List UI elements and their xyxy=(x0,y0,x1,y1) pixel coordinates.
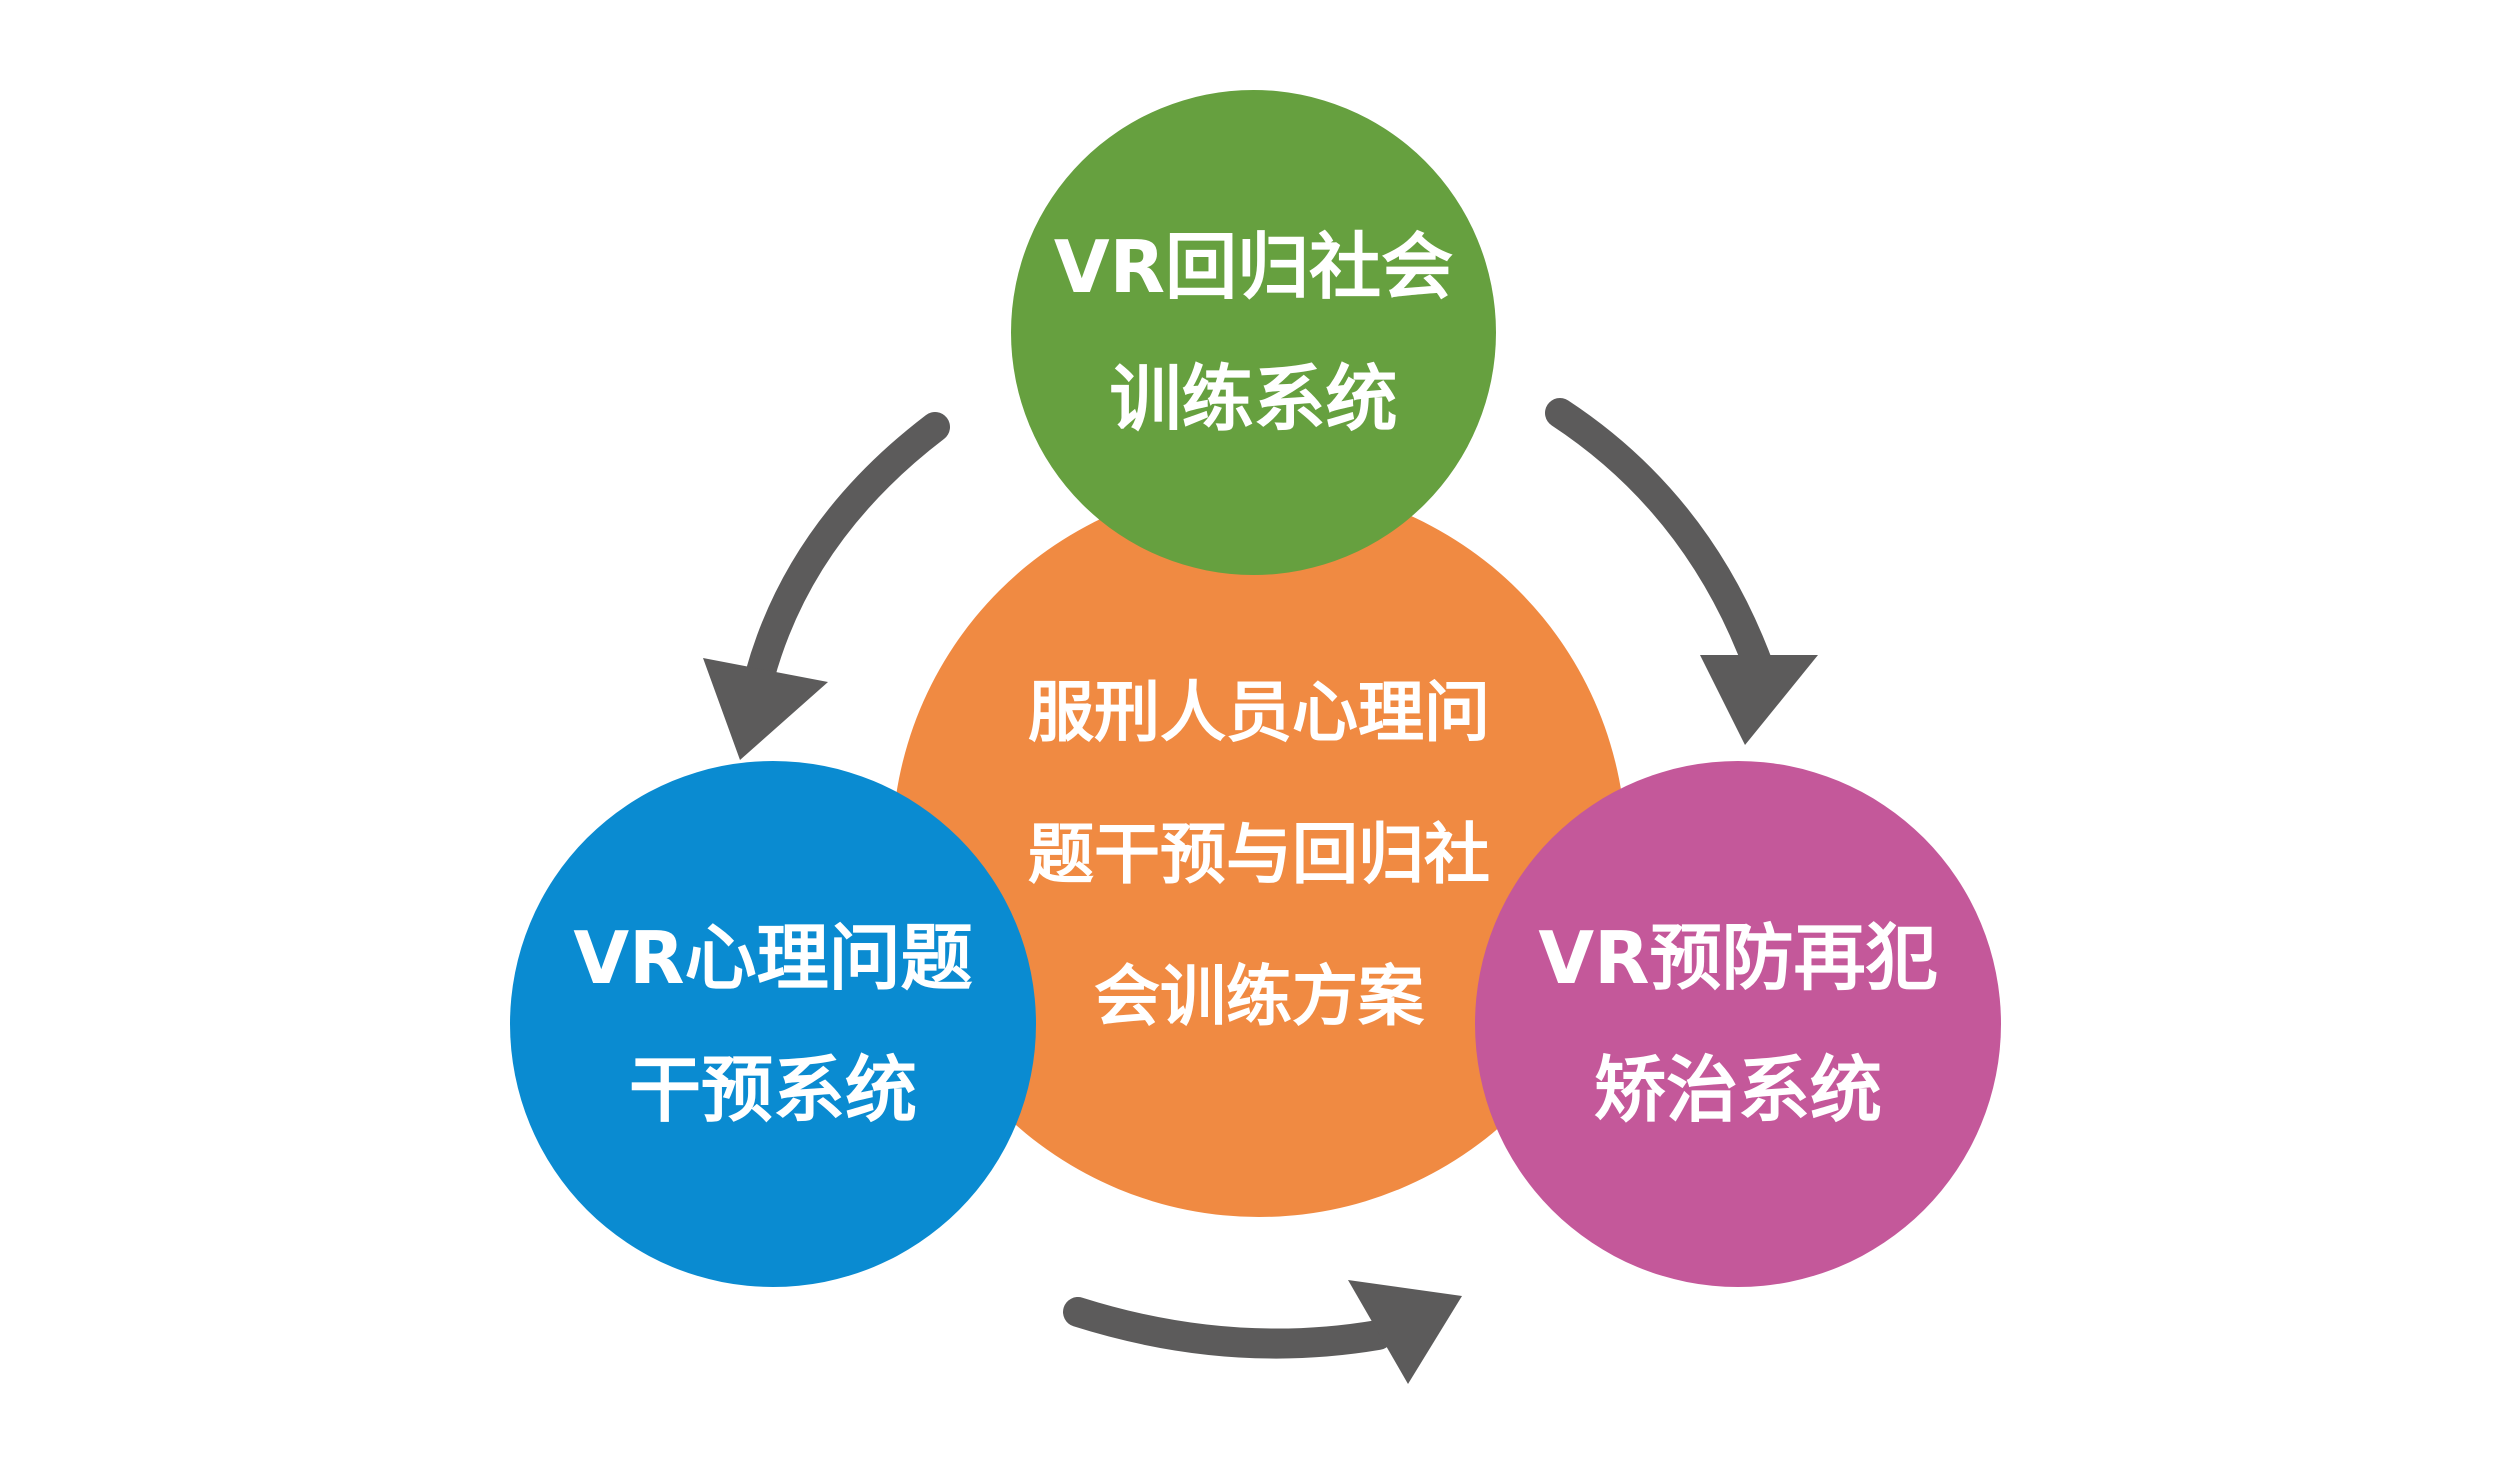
center-circle-line-1: 服刑人员心理问 xyxy=(1028,674,1490,751)
arrow-top-to-left-head xyxy=(703,658,828,760)
arrow-top-to-left xyxy=(703,412,950,760)
top-circle-line-1: VR回归社会 xyxy=(1053,224,1454,309)
right-circle: VR预防再犯 矫治系统 xyxy=(1475,761,2001,1287)
right-circle-line-2: 矫治系统 xyxy=(1593,1048,1882,1132)
arrow-top-to-right-head xyxy=(1700,655,1818,745)
arrow-top-to-right-shaft xyxy=(1545,398,1775,685)
arrow-left-to-right-shaft xyxy=(1063,1297,1393,1359)
left-circle-line-1: VR心理问题 xyxy=(573,916,973,1000)
arrow-left-to-right-head xyxy=(1348,1280,1462,1384)
center-circle-line-2: 题干预与回归社 xyxy=(1028,816,1490,893)
left-circle-line-2: 干预系统 xyxy=(628,1048,917,1132)
left-circle: VR心理问题 干预系统 xyxy=(510,761,1036,1287)
arrow-top-to-right xyxy=(1545,398,1818,745)
top-circle: VR回归社会 训练系统 xyxy=(1011,90,1496,575)
arrow-top-to-left-shaft xyxy=(745,412,950,690)
right-circle-line-1: VR预防再犯 xyxy=(1538,916,1938,1000)
arrow-left-to-right xyxy=(1063,1280,1462,1384)
center-circle-line-3: 会训练方案 xyxy=(1094,958,1424,1035)
top-circle-line-2: 训练系统 xyxy=(1109,356,1398,441)
